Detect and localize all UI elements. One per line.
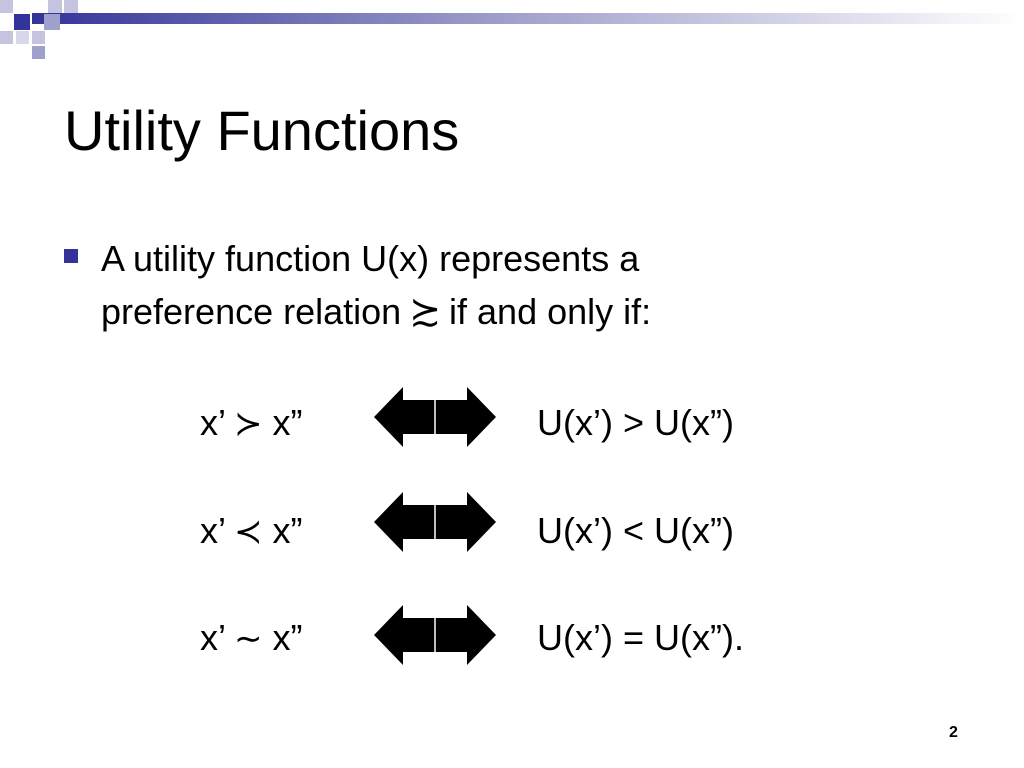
strict-preference-symbol: ≻ — [234, 405, 263, 443]
page-number: 2 — [949, 724, 958, 741]
row-1-equation: U(x’) > U(x”) — [537, 402, 734, 443]
row-3-right: x” — [272, 617, 303, 658]
row-2-equation: U(x’) < U(x”) — [537, 510, 734, 551]
bullet-text: A utility function U(x) represents a pre… — [101, 232, 651, 339]
header-decoration — [0, 0, 1024, 59]
double-arrow-icon — [374, 387, 496, 447]
bullet-line-2-before: preference relation — [101, 291, 402, 332]
weak-preference-symbol: ≿ — [409, 291, 442, 333]
indifference-symbol: ∼ — [234, 620, 263, 658]
row-3-left: x’ — [200, 617, 226, 658]
slide-title: Utility Functions — [64, 99, 460, 162]
row-2-right: x” — [272, 510, 303, 551]
relation-row-3-lhs: x’∼x” — [200, 613, 303, 664]
bullet-line-1: A utility function U(x) represents a — [101, 238, 640, 279]
double-arrow-icon — [374, 492, 496, 552]
bullet-line-2-after: if and only if: — [449, 291, 652, 332]
row-1-right: x” — [272, 402, 303, 443]
row-3-equation: U(x’) = U(x”). — [537, 617, 744, 658]
relation-row-1-lhs: x’≻x” — [200, 398, 303, 449]
row-1-left: x’ — [200, 402, 226, 443]
strict-dispreference-symbol: ≺ — [234, 513, 263, 551]
square-bullet-icon — [64, 249, 78, 263]
double-arrow-icon — [374, 605, 496, 665]
relation-row-2-lhs: x’≺x” — [200, 506, 303, 557]
bullet-line-2: preference relation≿if and only if: — [101, 285, 651, 339]
row-2-left: x’ — [200, 510, 226, 551]
